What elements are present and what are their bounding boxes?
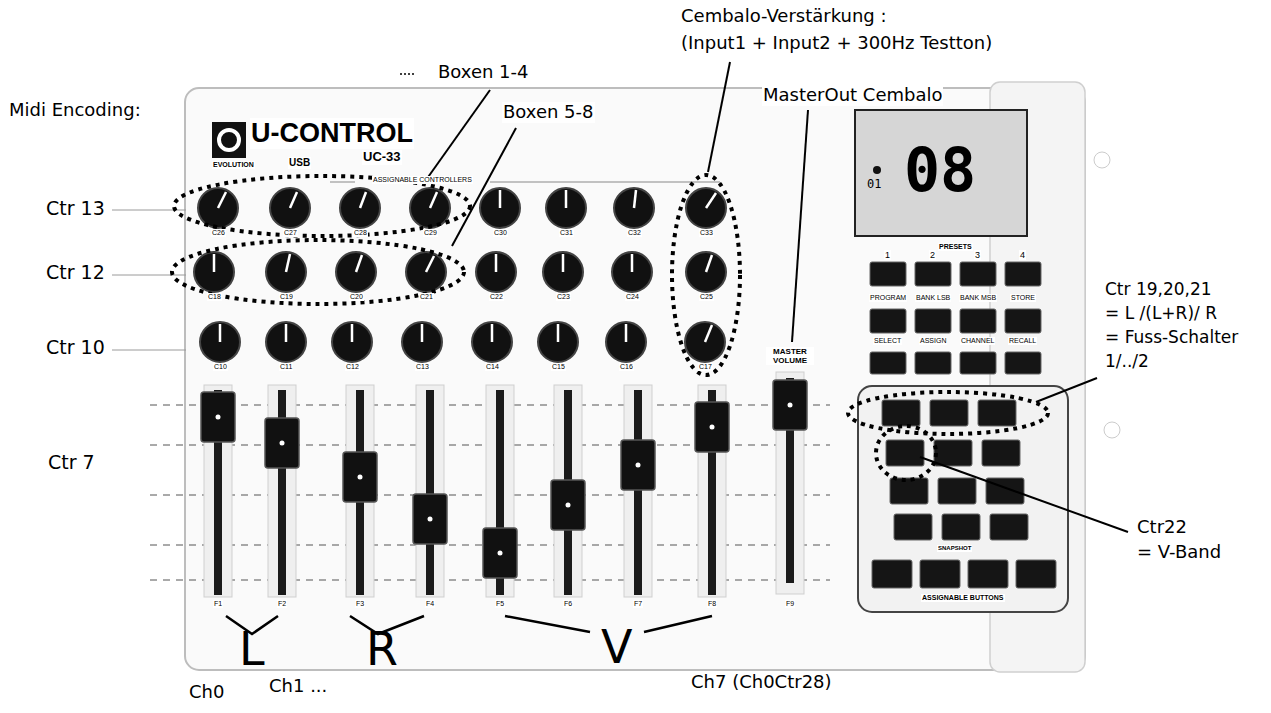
fader-slots <box>214 378 794 595</box>
fader-label: F9 <box>785 600 795 608</box>
device-print: USB <box>288 157 311 169</box>
knob-label: C11 <box>279 363 293 371</box>
knob-label: C21 <box>419 293 434 301</box>
device-print: BANK LSB <box>915 294 951 302</box>
knob-label: C16 <box>619 363 634 371</box>
callout-leaders <box>426 62 1128 532</box>
fader-label: F3 <box>355 600 365 608</box>
panel-rule <box>330 182 355 183</box>
knob-label: C31 <box>559 229 574 237</box>
knob-row <box>194 188 726 362</box>
lcd-dot <box>873 166 881 174</box>
channel-label: Ch1 ... <box>268 676 328 697</box>
knob-label: C24 <box>625 293 640 301</box>
controller-label: Ctr 13 <box>45 198 106 220</box>
button-number: 3 <box>974 250 981 260</box>
channel-brackets <box>226 616 712 634</box>
controller-label: Ctr 10 <box>45 337 106 359</box>
annotation-label: Boxen 1-4 <box>437 62 530 83</box>
device-print: STORE <box>1010 294 1036 302</box>
assignable-buttons <box>872 400 1056 588</box>
device-body <box>185 88 1085 670</box>
lcd-digits: 01 <box>866 178 882 190</box>
knob-label: C20 <box>349 293 364 301</box>
fader-label: F1 <box>213 600 223 608</box>
brand-logo: U-CONTROL <box>250 118 414 149</box>
channel-label: Ch0 <box>188 682 225 703</box>
device-print: ASSIGN <box>919 337 947 345</box>
knob-label: C29 <box>423 229 438 237</box>
fader-caps <box>201 380 807 578</box>
function-buttons <box>870 262 1041 374</box>
annotation-label: Cembalo-Verstärkung : <box>680 6 888 27</box>
annotation-label: = Fuss-Schalter <box>1104 328 1239 348</box>
knob-label: C15 <box>551 363 566 371</box>
device-print: PROGRAM <box>869 294 907 302</box>
lcd-display <box>855 110 1027 236</box>
channel-group-label: V <box>600 624 633 670</box>
controller-label: Ctr 12 <box>45 262 106 284</box>
knob-label: C30 <box>493 229 508 237</box>
socket <box>1094 152 1110 168</box>
socket <box>1104 422 1120 438</box>
fader-label: F6 <box>563 600 573 608</box>
knob-label: C33 <box>699 229 714 237</box>
knob-label: C26 <box>211 229 226 237</box>
button-number: 2 <box>929 250 936 260</box>
knob-label: C27 <box>283 229 298 237</box>
dotted-enclosures <box>172 175 1048 480</box>
annotation-label: Midi Encoding: <box>8 100 142 121</box>
knob-label: C14 <box>485 363 500 371</box>
knob-label: C19 <box>279 293 294 301</box>
legend-mark <box>400 73 414 75</box>
model-name: UC-33 <box>362 150 402 165</box>
device-print: EVOLUTION <box>212 161 255 169</box>
channel-label: Ch7 (Ch0Ctr28) <box>690 672 833 693</box>
controller-label: Ctr 7 <box>47 452 96 474</box>
annotation-label: Ctr 19,20,21 <box>1104 280 1213 300</box>
annotation-label: 1/../2 <box>1104 352 1150 372</box>
knob-label: C13 <box>415 363 430 371</box>
annotation-label: Boxen 5-8 <box>502 102 595 123</box>
logo-mark <box>212 122 246 158</box>
fader-label: F5 <box>495 600 505 608</box>
device-print: ASSIGNABLE BUTTONS <box>921 594 1005 602</box>
lcd-digits: 08 <box>903 140 977 200</box>
button-number: 1 <box>884 250 891 260</box>
device-print: ASSIGNABLE CONTROLLERS <box>372 176 473 184</box>
annotation-label: (Input1 + Input2 + 300Hz Testton) <box>680 33 993 54</box>
button-number: 4 <box>1019 250 1026 260</box>
logo-mark <box>219 130 239 150</box>
annotation-label: Ctr22 <box>1136 517 1188 538</box>
device-print: CHANNEL <box>960 337 995 345</box>
fader-label: F2 <box>277 600 287 608</box>
knob-label: C32 <box>627 229 642 237</box>
fader-cap-marks <box>216 403 793 556</box>
device-print: BANK MSB <box>959 294 997 302</box>
annotation-label: = V-Band <box>1136 542 1222 563</box>
fader-label: F4 <box>425 600 435 608</box>
device-print: PRESETS <box>938 243 973 251</box>
annotation-label: MasterOut Cembalo <box>762 85 943 106</box>
knob-label: C22 <box>489 293 504 301</box>
channel-group-label: R <box>365 626 399 672</box>
fader-housings <box>204 372 804 597</box>
device-print: SNAPSHOT <box>937 545 972 552</box>
knob-label: C18 <box>207 293 222 301</box>
knob-label: C17 <box>698 363 713 371</box>
knob-label: C10 <box>213 363 228 371</box>
annotation-label: = L /(L+R)/ R <box>1104 304 1218 324</box>
fader-label: F8 <box>707 600 717 608</box>
knob-label: C23 <box>556 293 571 301</box>
fader-label: F7 <box>633 600 643 608</box>
knob-label: C12 <box>345 363 360 371</box>
channel-group-label: L <box>238 626 266 672</box>
panel-rule <box>490 182 720 183</box>
device-print: MASTER VOLUME <box>766 347 814 365</box>
knob-label: C25 <box>699 293 714 301</box>
device-print: SELECT <box>873 337 902 345</box>
knob-label: C28 <box>353 229 368 237</box>
device-print: RECALL <box>1008 337 1037 345</box>
